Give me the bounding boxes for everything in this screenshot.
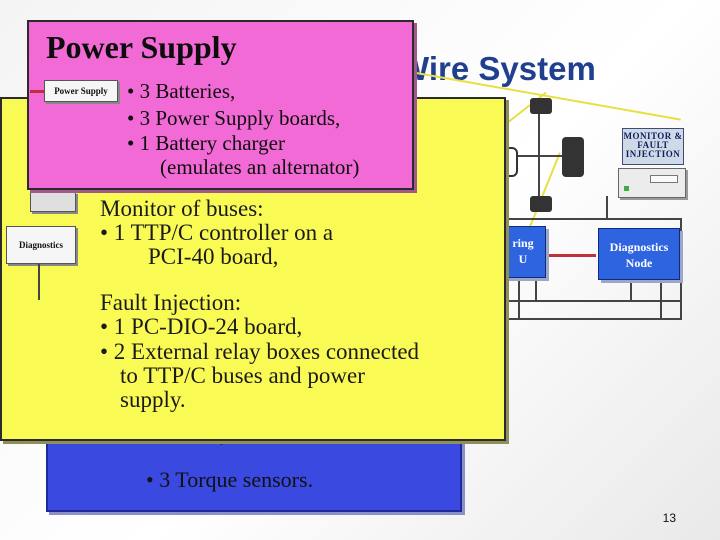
fault-item: • 2 External relay boxes connected	[100, 339, 420, 364]
card-line: INJECTION	[625, 149, 681, 159]
bus-line	[500, 218, 680, 220]
wheel-icon	[562, 137, 584, 177]
bus-drop	[660, 280, 662, 318]
computer-drive-icon	[650, 175, 678, 183]
page-number: 13	[662, 511, 676, 525]
bus-drop	[535, 280, 537, 300]
slide-title: Wire System	[398, 50, 596, 87]
power-item: • 1 Battery charger	[127, 131, 285, 155]
power-supply-icon-label: Power Supply	[54, 86, 108, 96]
card-line: FAULT	[637, 140, 669, 150]
monitor-heading: Monitor of buses:	[100, 196, 264, 221]
bus-drop	[630, 280, 632, 300]
bus-drop	[680, 218, 682, 318]
power-supply-icon-card: Power Supply	[44, 80, 118, 102]
power-wire	[30, 90, 44, 93]
axle	[502, 155, 572, 157]
torque-sensor-item: • 3 Torque sensors.	[146, 467, 314, 492]
power-item: • 3 Power Supply boards,	[127, 106, 341, 130]
power-line	[548, 254, 596, 257]
fault-item: to TTP/C buses and power	[120, 363, 365, 388]
fault-item: supply.	[120, 387, 186, 412]
fault-item: • 1 PC-DIO-24 board,	[100, 314, 303, 339]
monitor-fault-injection-card: MONITOR & FAULT INJECTION	[622, 128, 684, 165]
computer-icon	[618, 168, 686, 198]
wheel-icon	[530, 98, 552, 114]
bus-line	[500, 300, 682, 302]
node-line: Diagnostics	[609, 240, 669, 254]
power-item: (emulates an alternator)	[160, 155, 360, 179]
power-item: • 3 Batteries,	[127, 79, 236, 103]
node-line: ring	[512, 236, 534, 250]
computer-led	[624, 186, 629, 191]
fault-heading: Fault Injection:	[100, 290, 242, 315]
monitor-item: • 1 TTP/C controller on a	[100, 220, 334, 245]
diagnostics-wire	[38, 264, 40, 300]
node-line: Node	[625, 256, 653, 270]
diagnostics-icon-label: Diagnostics	[18, 240, 63, 250]
bus-drop	[518, 280, 520, 318]
bus-drop	[606, 196, 608, 218]
bus-line	[500, 318, 682, 320]
node-line: U	[518, 252, 528, 266]
power-supply-popup	[27, 20, 414, 190]
diagnostics-node: Diagnostics Node	[598, 228, 680, 280]
diagnostics-icon-card: Diagnostics	[6, 226, 76, 264]
monitor-icon-card	[30, 192, 76, 212]
card-line: MONITOR &	[623, 131, 683, 141]
wheel-icon	[530, 196, 552, 212]
power-supply-title: Power Supply	[46, 29, 237, 65]
monitor-item: PCI-40 board,	[148, 244, 279, 269]
